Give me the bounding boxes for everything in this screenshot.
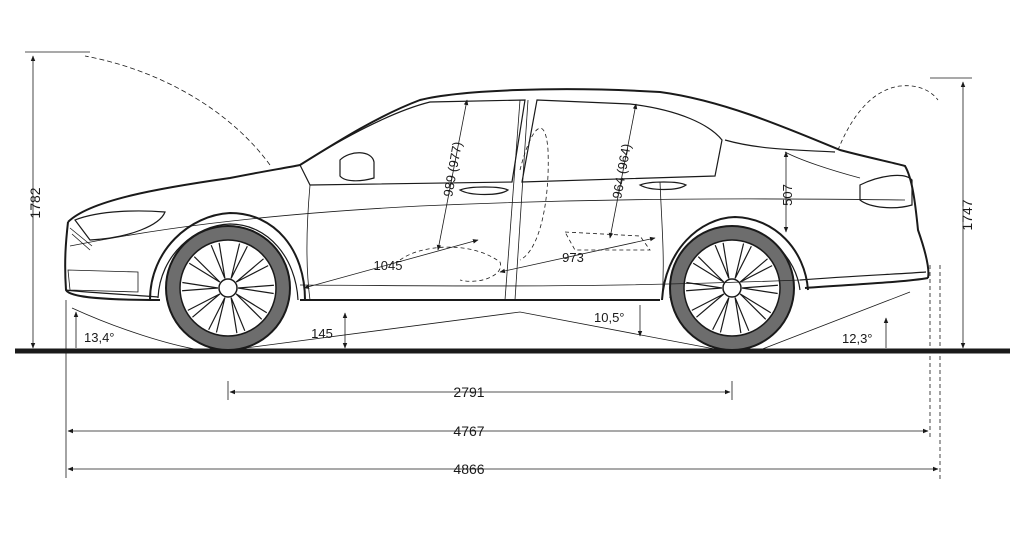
overall-length-label: 4866 bbox=[453, 461, 484, 477]
wheel-spoke bbox=[237, 284, 274, 295]
trunk-height-label: 507 bbox=[780, 184, 795, 206]
front-legroom-label: 1045 bbox=[374, 258, 403, 273]
wheel-spoke bbox=[187, 293, 221, 318]
overall-height-label: 1782 bbox=[27, 187, 43, 218]
wheel-spoke bbox=[712, 297, 730, 333]
rear-headroom-label: 964 (964) bbox=[609, 143, 633, 200]
rear-legroom-label: 973 bbox=[562, 250, 584, 265]
rear-height-label: 1747 bbox=[959, 199, 975, 230]
car-silhouette bbox=[64, 55, 941, 480]
wheel-spoke bbox=[208, 297, 226, 333]
wheel-spoke bbox=[734, 297, 750, 334]
approach-angle-label: 13,4° bbox=[84, 330, 115, 345]
wheelbase-label: 2791 bbox=[453, 384, 484, 400]
wheel-spoke bbox=[734, 243, 752, 279]
wheel-spoke bbox=[182, 281, 219, 292]
wheel-spoke bbox=[188, 256, 221, 283]
front-wheel bbox=[165, 225, 291, 351]
wheel-spoke bbox=[230, 297, 246, 334]
wheel-spoke bbox=[691, 293, 725, 318]
departure-angle-label: 12,3° bbox=[842, 331, 873, 346]
wheel-spoke bbox=[741, 284, 778, 295]
rear-wheel bbox=[669, 225, 795, 351]
wheel-spoke bbox=[739, 293, 772, 320]
body-length-label: 4767 bbox=[453, 423, 484, 439]
wheel-spoke bbox=[235, 293, 268, 320]
wheel-spoke bbox=[230, 243, 248, 279]
ramp-angle-label: 10,5° bbox=[594, 310, 625, 325]
wheel-spoke bbox=[714, 242, 730, 279]
ground-clearance-label: 145 bbox=[311, 326, 333, 341]
wheel-spoke bbox=[739, 258, 773, 283]
wheel-spoke bbox=[210, 242, 226, 279]
wheel-spoke bbox=[235, 258, 269, 283]
wheel-spoke bbox=[692, 256, 725, 283]
